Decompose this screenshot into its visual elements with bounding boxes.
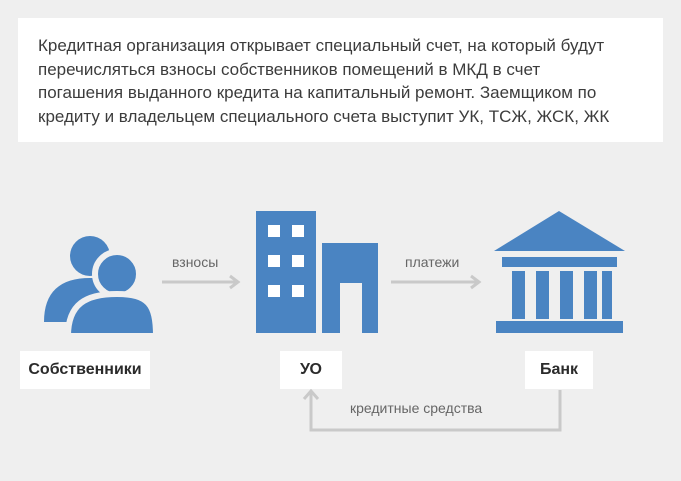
- label-owners: Собственники: [20, 351, 150, 389]
- arrow-owners-to-uo: [162, 274, 246, 295]
- description-line-2: перечисляться взносы собственников помещ…: [38, 59, 541, 79]
- flow-label-contributions: взносы: [172, 254, 219, 270]
- description-box: Кредитная организация открывает специаль…: [18, 18, 663, 142]
- description-line-1: Кредитная организация открывает специаль…: [38, 36, 605, 55]
- building-icon: [256, 211, 378, 333]
- flow-label-payments: платежи: [405, 254, 460, 270]
- people-icon: [40, 230, 158, 338]
- flow-label-credit-funds: кредитные средства: [350, 400, 483, 416]
- label-bank: Банк: [525, 351, 593, 389]
- description-line-3: погашения выданного кредита на капитальн…: [38, 83, 597, 102]
- bank-icon: [492, 211, 627, 335]
- label-uo: УО: [280, 351, 342, 389]
- arrow-uo-to-bank: [391, 274, 487, 295]
- description-line-4: кредиту и владельцем специального счета …: [38, 106, 610, 126]
